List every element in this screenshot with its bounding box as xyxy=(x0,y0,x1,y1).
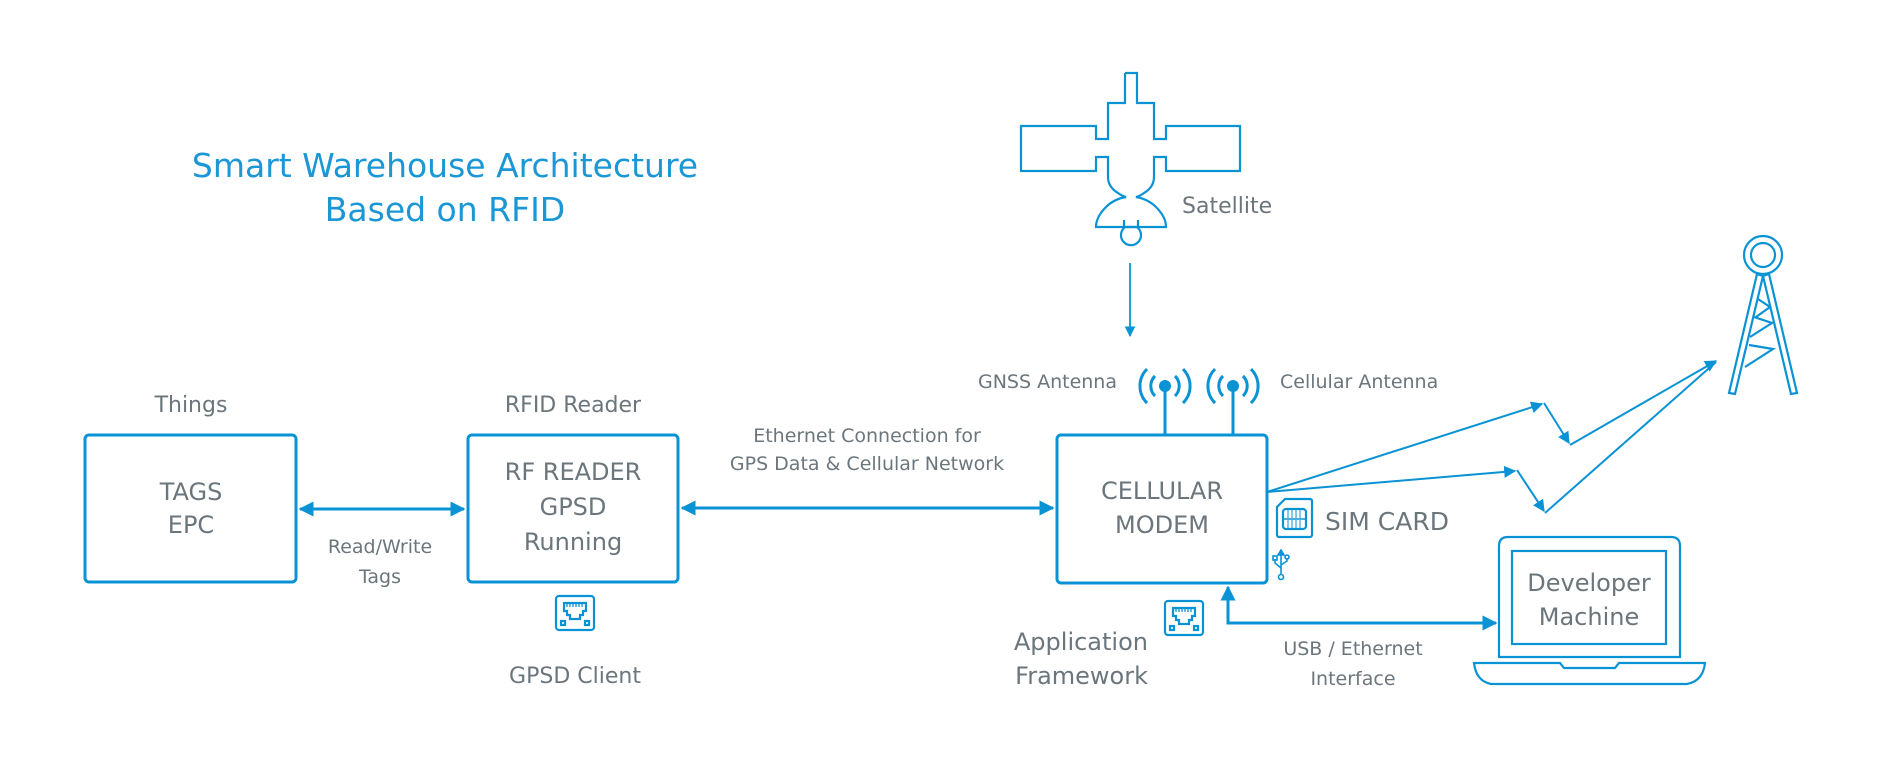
interface-label: Interface xyxy=(1310,668,1395,690)
rf-reader-box xyxy=(466,433,680,584)
diagram-title-line1: Smart Warehouse Architecture xyxy=(192,146,698,185)
ethernet-port-icon xyxy=(554,594,596,632)
epc-label: EPC xyxy=(168,511,214,539)
application-label: Application xyxy=(1014,628,1148,656)
tags-arrow-label: Tags xyxy=(358,566,401,588)
ethernet-label-line2: GPS Data & Cellular Network xyxy=(730,453,1004,475)
machine-label: Machine xyxy=(1539,603,1639,631)
tags-box xyxy=(83,433,298,584)
tags-label: TAGS xyxy=(159,478,223,506)
modem-label: MODEM xyxy=(1115,511,1209,539)
satellite-icon xyxy=(1019,71,1242,247)
cellular-modem-box xyxy=(1055,433,1269,585)
usb-ethernet-label: USB / Ethernet xyxy=(1283,638,1422,660)
cellular-label: CELLULAR xyxy=(1101,477,1223,505)
developer-label: Developer xyxy=(1527,569,1651,597)
framework-label: Framework xyxy=(1015,662,1148,690)
gpsd-client-label: GPSD Client xyxy=(509,664,641,689)
gnss-antenna-icon xyxy=(1138,367,1192,435)
running-label: Running xyxy=(524,528,622,556)
things-heading: Things xyxy=(154,393,228,418)
rf-reader-label: RF READER xyxy=(505,458,642,486)
usb-icon xyxy=(1272,548,1290,581)
cell-tower-icon xyxy=(1727,234,1799,396)
diagram-title-line2: Based on RFID xyxy=(325,190,565,229)
sim-card-icon xyxy=(1275,497,1314,539)
gnss-antenna-label: GNSS Antenna xyxy=(978,371,1117,393)
cellular-signal-bolts xyxy=(1266,360,1718,514)
ethernet-label-line1: Ethernet Connection for xyxy=(753,425,981,447)
laptop-icon xyxy=(1472,535,1707,686)
usb-ethernet-arrow xyxy=(1220,585,1498,631)
cellular-antenna-label: Cellular Antenna xyxy=(1280,371,1438,393)
read-write-label: Read/Write xyxy=(328,536,432,558)
satellite-label: Satellite xyxy=(1182,194,1272,219)
cellular-antenna-icon xyxy=(1206,367,1260,435)
rfid-reader-heading: RFID Reader xyxy=(505,393,642,418)
sim-card-label: SIM CARD xyxy=(1325,507,1449,536)
ethernet-port-icon xyxy=(1163,599,1205,637)
gpsd-label: GPSD xyxy=(540,493,607,521)
